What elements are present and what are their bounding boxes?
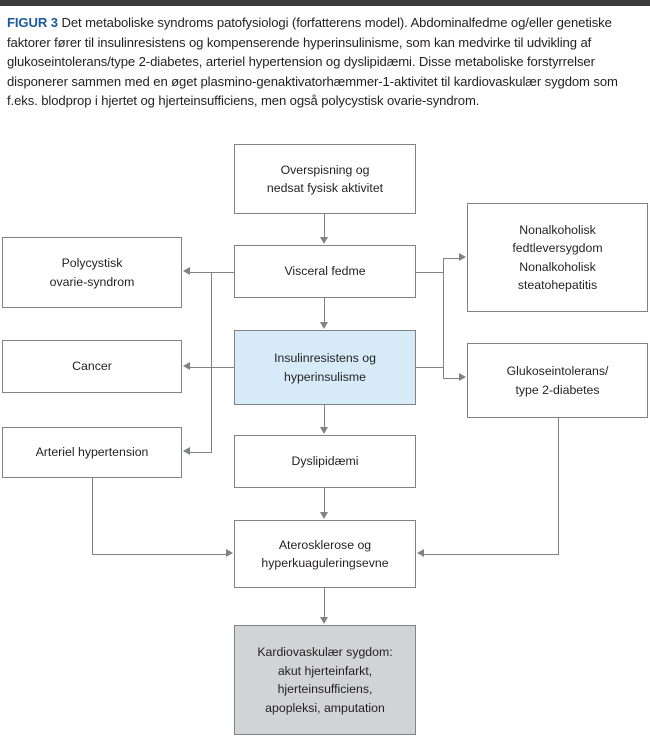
edge-left-trunk [211, 272, 212, 453]
node-line: ovarie-syndrom [49, 274, 135, 289]
node-line: fedtleversygdom [512, 241, 603, 255]
node-line: apopleksi, amputation [265, 700, 385, 715]
figure-caption-text: Det metaboliske syndroms patofysiologi (… [7, 15, 618, 109]
node-line: hyperinsulisme [283, 369, 366, 384]
node-line: akut hjerteinfarkt, [277, 663, 373, 678]
arrowhead-right [226, 549, 233, 557]
node-line: Nonalkoholisk [519, 222, 596, 237]
arrowhead-down [320, 427, 328, 434]
edge-hypertension-down [92, 478, 93, 554]
node-line: Insulinresistens og [274, 351, 376, 365]
node-atherosclerosis: Aterosklerose og hyperkuaguleringsevne [234, 520, 416, 588]
arrowhead-right [459, 253, 466, 261]
edge-left-to-cancer [190, 367, 212, 368]
edge-left-to-pcos [190, 272, 212, 273]
node-glucose-intolerance-diabetes: Glukoseintolerans/ type 2-diabetes [467, 343, 648, 418]
figure-label: FIGUR 3 [7, 15, 58, 30]
edge-right-trunk [443, 258, 444, 379]
arrowhead-right [459, 373, 466, 381]
edge-left-to-hypertension [190, 452, 212, 453]
node-visceral-fedme: Visceral fedme [234, 245, 416, 298]
edge-insulin-left-stub [211, 367, 235, 368]
node-cancer: Cancer [2, 340, 182, 393]
edge-overeating-visceral [324, 214, 325, 238]
node-line: Cancer [72, 359, 112, 374]
edge-diabetes-to-atherosclerosis [424, 554, 559, 555]
arrowhead-down [320, 512, 328, 519]
edge-visceral-insulin [324, 298, 325, 323]
node-line: type 2-diabetes [515, 382, 600, 397]
arrowhead-left [417, 549, 424, 557]
node-line: Visceral fedme [284, 264, 366, 279]
node-line: Nonalkoholisk [519, 259, 596, 274]
node-line: nedsat fysisk aktivitet [266, 181, 384, 195]
edge-atherosclerosis-cvd [324, 588, 325, 618]
flow-diagram: Overspisning og nedsat fysisk aktivitet … [0, 130, 650, 749]
edge-dyslipid-atherosclerosis [324, 488, 325, 513]
node-line: hyperkuaguleringsevne [261, 556, 389, 570]
edge-insulin-right-stub [416, 367, 444, 368]
edge-diabetes-down [558, 418, 559, 554]
node-line: Overspisning og [280, 162, 370, 177]
node-cardiovascular-disease: Kardiovaskulær sygdom: akut hjerteinfark… [234, 625, 416, 735]
arrowhead-left [183, 362, 190, 370]
edge-hypertension-to-atherosclerosis [92, 554, 226, 555]
arrowhead-down [320, 322, 328, 329]
node-line: Kardiovaskulær sygdom: [257, 645, 393, 659]
arrowhead-left [183, 267, 190, 275]
node-line: steatohepatitis [517, 278, 598, 292]
arrowhead-down [320, 617, 328, 624]
edge-right-to-diabetes [443, 378, 460, 379]
edge-visceral-left-stub [211, 272, 235, 273]
node-line: Arteriel hypertension [35, 445, 149, 460]
node-line: Aterosklerose og [278, 537, 372, 552]
edge-right-to-nafld [443, 258, 460, 259]
node-line: hjerteinsufficiens, [277, 682, 373, 696]
node-nafld-nash: Nonalkoholisk fedtleversygdom Nonalkohol… [467, 203, 648, 312]
node-line: Polycystisk [61, 256, 123, 270]
node-insulin-resistance: Insulinresistens og hyperinsulisme [234, 330, 416, 405]
figure-caption: FIGUR 3 Det metaboliske syndroms patofys… [7, 13, 643, 111]
node-overeating: Overspisning og nedsat fysisk aktivitet [234, 144, 416, 214]
node-dyslipidaemi: Dyslipidæmi [234, 435, 416, 488]
node-arteriel-hypertension: Arteriel hypertension [2, 427, 182, 478]
edge-visceral-right-stub [416, 272, 444, 273]
arrowhead-left [183, 447, 190, 455]
node-line: Glukoseintolerans/ [506, 364, 609, 378]
top-rule-divider [0, 0, 650, 6]
arrowhead-down [320, 237, 328, 244]
edge-insulin-dyslipid [324, 405, 325, 428]
node-line: Dyslipidæmi [291, 454, 359, 469]
node-pcos: Polycystisk ovarie-syndrom [2, 237, 182, 308]
